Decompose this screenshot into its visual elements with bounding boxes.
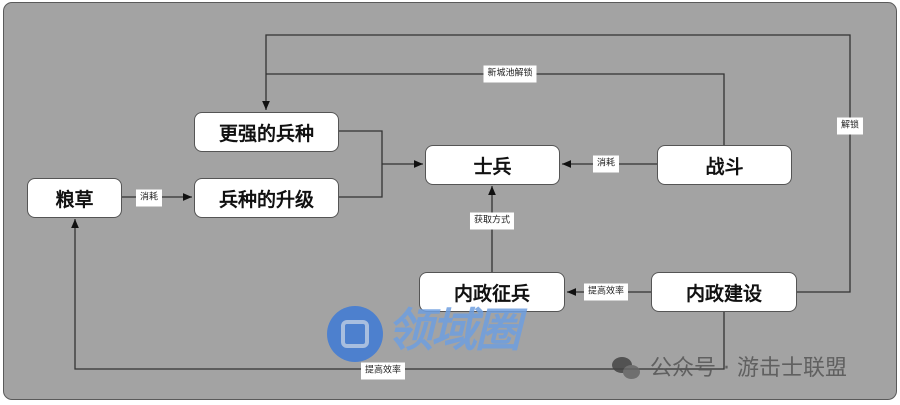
node-label: 粮草 [55,188,94,211]
edge-construction-unlock [262,34,851,293]
edge-label-acquire-method: 获取方式 [469,212,515,230]
node-construction: 内政建设 [651,272,797,312]
edge-label-unlock: 解锁 [836,117,864,135]
edge-label-efficiency-conscription: 提高效率 [583,283,629,301]
edge-label-new-city-unlock: 新城池解锁 [483,65,537,83]
node-label: 内政征兵 [453,282,530,305]
account-name: 公众号 · 游击士联盟 [650,356,847,381]
edge-battle-new-city [266,73,725,145]
edge-label-efficiency-grain: 提高效率 [360,362,406,380]
node-grain: 粮草 [27,178,122,218]
node-stronger-units: 更强的兵种 [194,112,339,152]
edge-stronger-to-soldiers [339,130,383,198]
edge-label-battle-consume: 消耗 [592,155,620,173]
node-label: 士兵 [473,155,512,178]
node-label: 内政建设 [685,282,762,305]
node-label: 更强的兵种 [218,122,314,145]
logo-icon [327,306,383,362]
node-conscription: 内政征兵 [419,272,565,312]
edge-label-grain-consume: 消耗 [135,189,163,207]
wechat-watermark: 公众号 · 游击士联盟 [612,356,847,382]
node-label: 战斗 [705,155,744,178]
node-label: 兵种的升级 [218,188,314,211]
node-battle: 战斗 [657,145,792,185]
wechat-icon [612,357,642,381]
node-unit-upgrade: 兵种的升级 [194,178,339,218]
watermark-logo: 领域圈 [327,303,521,362]
logo-text: 领域圈 [387,303,521,357]
node-soldiers: 士兵 [425,145,560,185]
